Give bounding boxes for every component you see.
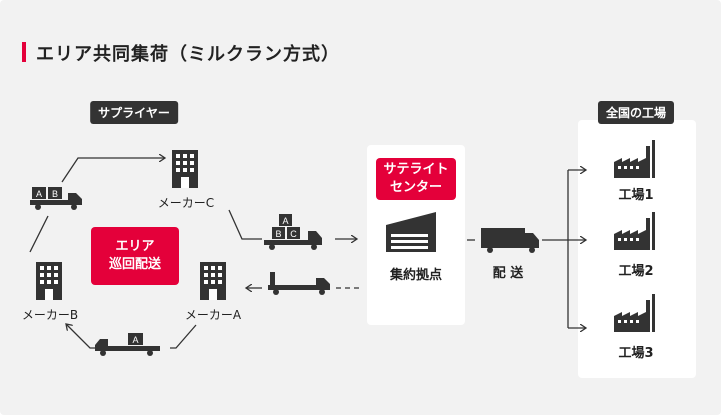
factory-2-label: 工場2 [618,264,654,279]
box-letter: C [290,229,297,239]
factory-icon-1 [614,140,655,178]
box-letter: B [275,229,281,239]
factories-badge: 全国の工場 [597,101,675,124]
flatbed-truck-icon-empty [268,272,330,295]
area-route-label: エリア 巡回配送 [91,227,179,285]
factory-icon-2 [614,212,655,250]
box-truck-icon [481,228,539,253]
satellite-center-badge: サテライト センター [376,158,456,200]
satellite-badge-line-1: サテライト [383,162,449,177]
hub-label: 集約拠点 [389,268,443,283]
line-maker-c-to-truck [228,209,262,240]
satellite-badge-line-2: センター [389,180,442,195]
building-icon-b [36,262,62,300]
flatbed-truck-icon-left: A B [30,187,82,210]
arrow-truck-to-maker-c [61,158,165,183]
box-letter: B [52,189,58,199]
supplier-badge: サプライヤー [90,101,178,124]
building-icon-c [172,150,198,188]
page-title: エリア共同集荷（ミルクラン方式） [36,44,340,65]
flatbed-truck-icon-bottom: A [95,333,160,356]
line-maker-a-to-truck [170,324,197,349]
warehouse-icon [386,212,436,252]
line-truck-to-maker-b [29,215,49,253]
box-letter: A [36,189,42,199]
maker-a-label: メーカーA [184,308,242,322]
box-letter: A [132,335,138,345]
maker-c-label: メーカーC [157,196,215,210]
cycle-connectors [29,158,586,349]
factory-1-label: 工場1 [618,188,654,203]
title-accent-bar [22,42,26,62]
building-icon-a [200,262,226,300]
factory-icon-3 [614,294,655,332]
flatbed-truck-icon-loaded: B C A [264,214,322,250]
delivery-label: 配 送 [492,266,524,281]
factory-3-label: 工場3 [618,346,654,361]
area-route-line-2: 巡回配送 [108,257,161,272]
box-letter: A [282,216,288,226]
area-route-line-1: エリア [115,239,155,254]
maker-b-label: メーカーB [21,308,79,322]
